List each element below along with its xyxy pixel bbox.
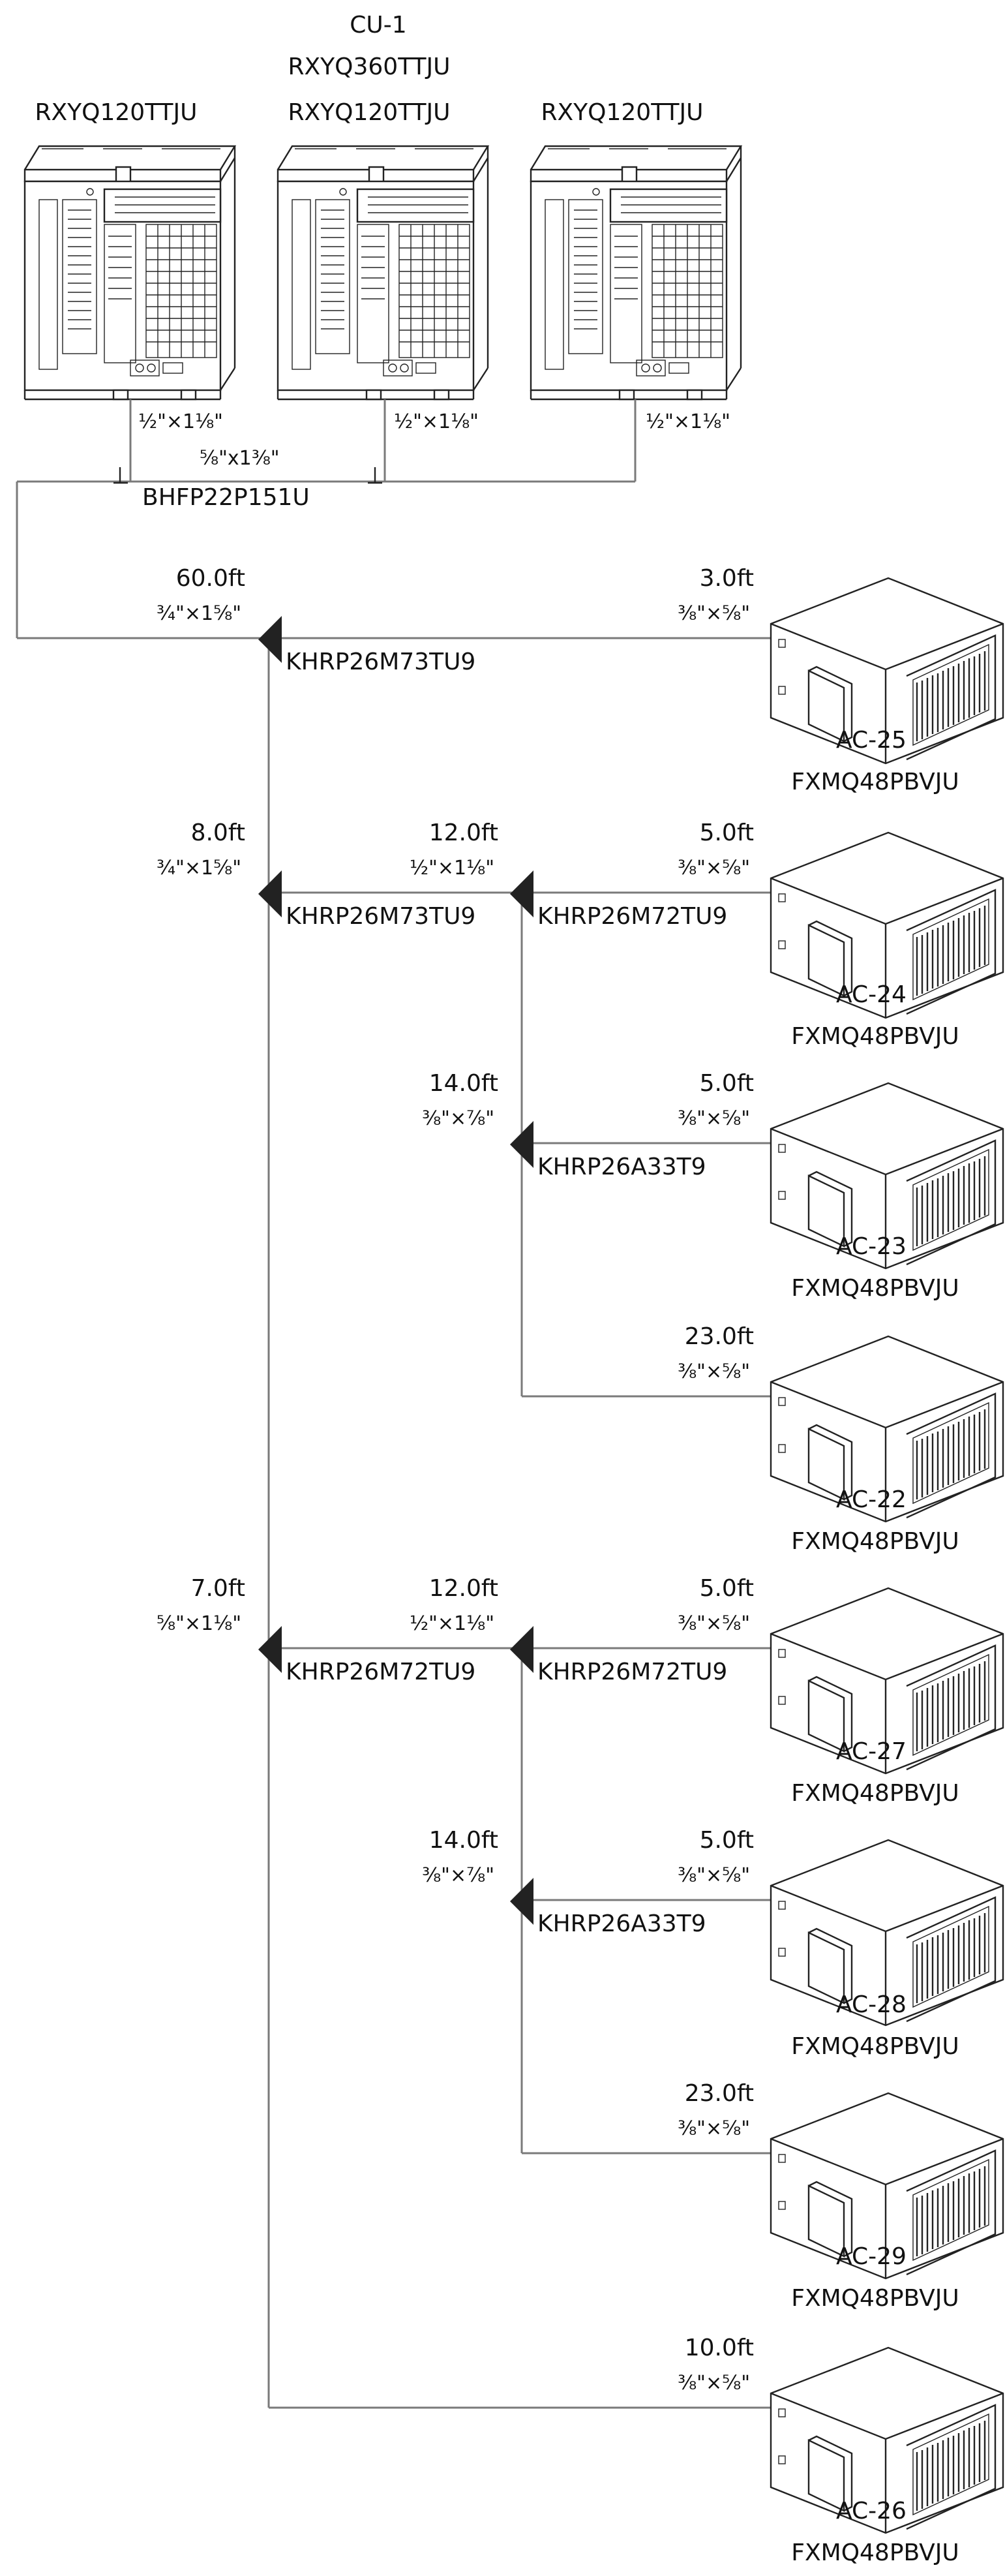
indoor-pipe-size: ⅜"×⅝"	[678, 857, 750, 880]
indoor-pipe-length: 5.0ft	[700, 820, 754, 846]
outdoor-system-model: RXYQ360TTJU	[288, 54, 450, 80]
refnet-joint-marker	[510, 1878, 533, 1925]
pipe-length-label: 14.0ft	[429, 1827, 498, 1854]
indoor-unit-model: FXMQ48PBVJU	[791, 2285, 959, 2312]
indoor-unit-tag: AC-23	[836, 1233, 907, 1260]
outdoor-module-pipe-size: ½"×1⅛"	[394, 410, 479, 433]
indoor-pipe-length: 5.0ft	[700, 1575, 754, 1602]
pipe-length-label: 8.0ft	[191, 820, 245, 846]
indoor-unit-model: FXMQ48PBVJU	[791, 2033, 959, 2060]
joint-model-label: KHRP26M72TU9	[537, 903, 727, 930]
indoor-pipe-length: 23.0ft	[685, 2080, 754, 2107]
joint-model-label: KHRP26A33T9	[537, 1910, 706, 1937]
indoor-pipe-length: 5.0ft	[700, 1827, 754, 1854]
indoor-pipe-size: ⅜"×⅝"	[678, 1612, 750, 1635]
pipe-size-label: ½"×1⅛"	[410, 1612, 494, 1635]
pipe-size-label: ¾"×1⅝"	[157, 602, 241, 625]
pipe-size-label: ⅝"×1⅛"	[157, 1612, 241, 1635]
pipe-length-label: 12.0ft	[429, 1575, 498, 1602]
outdoor-header-piping	[16, 399, 637, 639]
outdoor-module-label: RXYQ120TTJU	[288, 99, 450, 126]
pipe-length-label: 14.0ft	[429, 1070, 498, 1097]
refnet-joint-marker	[510, 870, 533, 917]
indoor-unit-tag: AC-22	[836, 1486, 907, 1513]
joint-model-label: KHRP26M73TU9	[286, 903, 475, 930]
indoor-unit-tag: AC-24	[836, 981, 907, 1008]
joint-model-label: KHRP26M72TU9	[537, 1659, 727, 1685]
indoor-unit-model: FXMQ48PBVJU	[791, 1275, 959, 1302]
indoor-pipe-length: 3.0ft	[700, 565, 754, 592]
refnet-joint-marker	[510, 1121, 533, 1168]
indoor-unit-model: FXMQ48PBVJU	[791, 1023, 959, 1050]
indoor-unit-tag: AC-29	[836, 2243, 907, 2270]
refnet-joint-marker	[510, 1626, 533, 1673]
indoor-pipe-size: ⅜"×⅝"	[678, 2372, 750, 2395]
pipe-length-label: 60.0ft	[176, 565, 245, 592]
refnet-joint-marker	[258, 870, 282, 917]
refnet-joint-marker	[258, 1626, 282, 1673]
indoor-unit-model: FXMQ48PBVJU	[791, 1780, 959, 1807]
indoor-unit-model: FXMQ48PBVJU	[791, 2539, 959, 2566]
outdoor-module-label: RXYQ120TTJU	[541, 99, 703, 126]
outdoor-unit-module-3	[530, 145, 742, 401]
pipe-length-label: 12.0ft	[429, 820, 498, 846]
joint-model-label: KHRP26M73TU9	[286, 649, 475, 675]
indoor-unit-model: FXMQ48PBVJU	[791, 1528, 959, 1555]
indoor-pipe-size: ⅜"×⅝"	[678, 1107, 750, 1130]
indoor-pipe-size: ⅜"×⅝"	[678, 602, 750, 625]
header-pipe-size: ⅝"x1⅜"	[200, 447, 280, 470]
indoor-unit-tag: AC-27	[836, 1738, 907, 1765]
outdoor-module-label: RXYQ120TTJU	[35, 99, 197, 126]
joint-model-label: KHRP26A33T9	[537, 1154, 706, 1180]
outdoor-unit-module-2	[277, 145, 489, 401]
outdoor-system-tag: CU-1	[350, 12, 406, 38]
pipe-size-label: ¾"×1⅝"	[157, 857, 241, 880]
header-kit-marker	[113, 467, 382, 484]
indoor-unit-tag: AC-25	[836, 727, 907, 754]
outdoor-module-pipe-size: ½"×1⅛"	[138, 410, 223, 433]
indoor-unit-model: FXMQ48PBVJU	[791, 769, 959, 795]
indoor-pipe-length: 23.0ft	[685, 1323, 754, 1350]
header-kit-model: BHFP22P151U	[142, 484, 310, 511]
pipe-length-label: 7.0ft	[191, 1575, 245, 1602]
indoor-pipe-size: ⅜"×⅝"	[678, 1360, 750, 1383]
pipe-size-label: ⅜"×⅞"	[422, 1107, 494, 1130]
outdoor-module-pipe-size: ½"×1⅛"	[646, 410, 730, 433]
pipe-size-label: ⅜"×⅞"	[422, 1864, 494, 1887]
indoor-unit-tag: AC-28	[836, 1991, 907, 2018]
refnet-joint-marker	[258, 616, 282, 663]
indoor-pipe-size: ⅜"×⅝"	[678, 2117, 750, 2140]
joint-model-label: KHRP26M72TU9	[286, 1659, 475, 1685]
indoor-unit-tag: AC-26	[836, 2498, 907, 2524]
indoor-pipe-length: 5.0ft	[700, 1070, 754, 1097]
indoor-pipe-length: 10.0ft	[685, 2335, 754, 2361]
pipe-size-label: ½"×1⅛"	[410, 857, 494, 880]
outdoor-unit-module-1	[23, 145, 236, 401]
indoor-pipe-size: ⅜"×⅝"	[678, 1864, 750, 1887]
